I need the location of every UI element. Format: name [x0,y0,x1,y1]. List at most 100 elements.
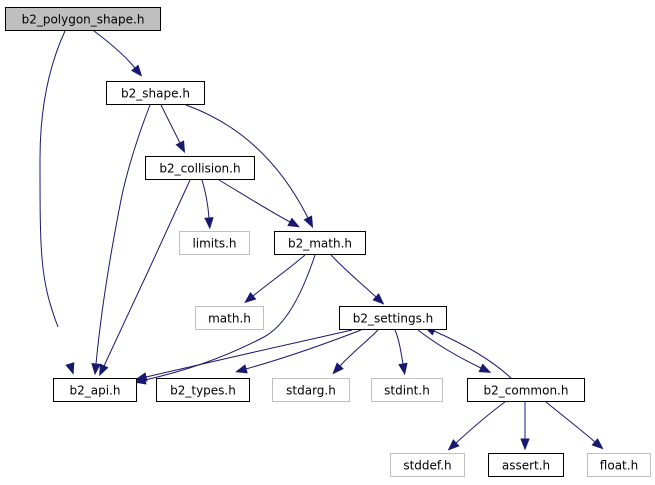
edge-b2-settings-to-b2-types [235,329,362,374]
node-b2-collision[interactable]: b2_collision.h [145,156,255,180]
edge-arrowhead [204,217,214,230]
nodes-layer: b2_polygon_shape.h b2_shape.h b2_collision… [5,7,651,477]
node-box [53,378,137,402]
edge-arrowhead [244,292,257,304]
node-label: math.h [208,312,251,326]
node-math[interactable]: math.h [195,306,264,330]
edge-b2-collision-to-limits [201,179,214,230]
edge-b2-common-to-assert [520,402,530,451]
edge-arrowhead [175,140,186,154]
edge-b2-common-to-float [545,401,604,450]
node-stddef[interactable]: stddef.h [390,453,465,477]
edge-arrowhead [520,438,530,451]
edge-arrowhead [591,438,604,450]
node-box [488,453,564,477]
node-box [467,378,585,402]
node-b2-api[interactable]: b2_api.h [53,378,137,402]
edge-line [160,104,181,144]
node-label: b2_types.h [170,384,236,398]
edge-b2-math-to-b2-settings [330,254,385,305]
node-box [156,378,250,402]
edge-line [103,179,191,367]
edge-b2-collision-to-b2-math [218,179,300,228]
edge-b2-settings-to-b2-api [134,329,353,382]
edge-arrowhead [372,293,385,305]
node-label: b2_polygon_shape.h [22,13,145,27]
edge-arrowhead [235,364,248,374]
edge-arrowhead [398,362,408,376]
edge-line [433,330,512,379]
node-stdarg[interactable]: stdarg.h [272,378,350,402]
edge-b2-shape-to-b2-collision [160,104,186,154]
edge-arrowhead [99,363,109,377]
node-label: b2_common.h [484,384,569,398]
edge-line [394,329,404,365]
node-limits[interactable]: limits.h [179,231,250,255]
edge-b2-math-to-math [244,254,306,304]
node-box [195,306,264,330]
edge-line [455,401,506,444]
node-box [371,378,443,402]
node-box [179,231,250,255]
node-label: stddef.h [403,459,451,473]
edge-arrowhead [478,363,492,373]
edge-b2-polygon-shape-to-b2-api [39,30,75,375]
edge-line [417,329,482,369]
edge-b2-common-to-stddef [447,401,506,451]
node-label: b2_collision.h [159,162,240,176]
edges-layer [39,30,604,451]
edge-arrowhead [332,362,344,375]
edge-line [218,179,291,223]
node-label: stdint.h [384,384,430,398]
edge-arrowhead [91,363,101,376]
node-b2-common[interactable]: b2_common.h [467,378,585,402]
edge-b2-settings-to-b2-common [417,329,492,373]
edge-line [252,254,306,297]
node-box [339,306,447,330]
edge-b2-common-to-b2-settings [423,326,512,379]
node-stdint[interactable]: stdint.h [371,378,443,402]
edge-arrowhead [131,64,143,77]
node-float[interactable]: float.h [587,453,651,477]
edge-line [93,30,136,69]
edge-line [339,329,379,367]
edge-arrowhead [134,372,148,382]
edge-line [245,329,362,370]
edge-line [39,30,66,328]
node-b2-math[interactable]: b2_math.h [274,231,366,255]
node-box [106,81,205,105]
node-b2-types[interactable]: b2_types.h [156,378,250,402]
edge-line [145,329,353,378]
node-label: stdarg.h [286,384,336,398]
node-label: limits.h [192,237,236,251]
edge-arrowhead [303,215,314,229]
edge-b2-collision-to-b2-api [99,179,191,377]
edge-arrowhead [447,439,460,451]
edge-line [185,104,309,219]
edge-line [201,179,210,219]
node-box [5,7,161,31]
edge-arrowhead [287,217,300,228]
node-label: b2_api.h [70,384,121,398]
edge-b2-polygon-shape-to-b2-shape [93,30,143,77]
node-b2-shape[interactable]: b2_shape.h [106,81,205,105]
edge-line [545,401,596,443]
node-label: b2_math.h [288,237,352,251]
node-b2-settings[interactable]: b2_settings.h [339,306,447,330]
edge-line [144,254,316,381]
node-box [390,453,465,477]
node-box [587,453,651,477]
node-label: assert.h [502,459,550,473]
node-label: b2_shape.h [121,87,190,101]
edge-line [95,104,151,365]
node-label: float.h [600,459,638,473]
node-b2-polygon-shape[interactable]: b2_polygon_shape.h [5,7,161,31]
edge-b2-settings-to-stdarg [332,329,379,375]
edge-b2-shape-to-b2-math [185,104,314,229]
edge-b2-settings-to-stdint [394,329,408,376]
edge-arrowhead [65,362,75,375]
node-box [145,156,255,180]
node-box [274,231,366,255]
node-assert[interactable]: assert.h [488,453,564,477]
